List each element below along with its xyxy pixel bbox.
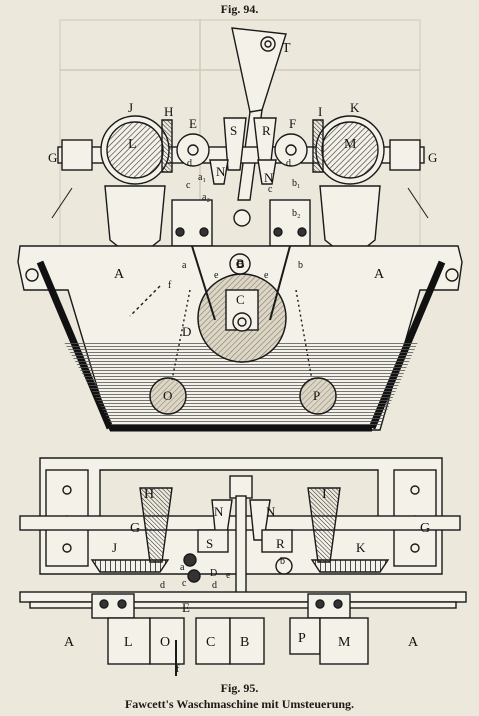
label95-f: f xyxy=(176,664,180,675)
label95-G-right: G xyxy=(420,521,430,536)
label-d-right: d xyxy=(286,158,291,169)
label95-A-left: A xyxy=(64,635,75,650)
label-f: f xyxy=(168,280,172,291)
label-d-left: d xyxy=(187,158,192,169)
label95-H: H xyxy=(144,487,154,502)
label-P: P xyxy=(313,388,320,403)
label-R: R xyxy=(262,123,271,138)
label-B: B xyxy=(236,256,245,271)
label-N-left: N xyxy=(216,164,226,179)
label-K: K xyxy=(350,100,360,115)
label-G-left: G xyxy=(48,150,57,165)
label-b1: b₁ xyxy=(292,178,301,189)
label-T: T xyxy=(282,41,291,56)
label95-S: S xyxy=(206,536,213,551)
label95-d-right: d xyxy=(212,580,217,591)
label-M: M xyxy=(344,137,357,152)
label95-O: O xyxy=(160,635,170,650)
figure-94-labels: T J H E S R F I K G G L M N N d d c c a₂… xyxy=(48,41,437,403)
label-O: O xyxy=(163,388,172,403)
label95-R: R xyxy=(276,536,285,551)
figure-94-title: Fig. 94. xyxy=(220,2,259,16)
label-J: J xyxy=(128,100,133,115)
label95-L: L xyxy=(124,635,133,650)
label95-M: M xyxy=(338,635,351,650)
label-S: S xyxy=(230,123,237,138)
label-G-right: G xyxy=(428,150,437,165)
label-L: L xyxy=(128,137,137,152)
figure-95-labels: H I G G J K N N S R a b c D d d e E f A … xyxy=(64,487,430,675)
label-A-right: A xyxy=(374,267,385,282)
label95-b: b xyxy=(280,556,285,567)
label95-C: C xyxy=(206,635,215,650)
label-C: C xyxy=(236,292,245,307)
label-A-left: A xyxy=(114,267,125,282)
label-E: E xyxy=(189,116,197,131)
label-a2: a₂ xyxy=(202,192,210,203)
label-c-left: c xyxy=(186,180,191,191)
figure-caption: Fawcett's Waschmaschine mit Umsteuerung. xyxy=(124,697,355,711)
label-N-right: N xyxy=(264,170,274,185)
label95-N-right: N xyxy=(266,504,276,519)
label95-G-left: G xyxy=(130,521,140,536)
figure-95-title: Fig. 95. xyxy=(220,681,259,695)
label-b2: b₂ xyxy=(292,208,301,219)
label-a: a xyxy=(182,260,187,271)
figure-95-drawing xyxy=(19,457,467,676)
label-F: F xyxy=(289,116,296,131)
label-e-right: e xyxy=(264,270,269,281)
label-D: D xyxy=(182,324,191,339)
label-e-left: e xyxy=(214,270,219,281)
label95-J: J xyxy=(112,540,117,555)
label95-d-left: d xyxy=(160,580,165,591)
label-b: b xyxy=(298,260,303,271)
label95-e: e xyxy=(226,570,231,581)
label95-A-right: A xyxy=(408,635,419,650)
label-H: H xyxy=(164,104,173,119)
label95-a: a xyxy=(180,562,185,573)
label95-E: E xyxy=(182,600,190,615)
label95-c: c xyxy=(182,578,187,589)
label95-P: P xyxy=(298,631,306,646)
label-a1: a₁ xyxy=(198,172,206,183)
label95-K: K xyxy=(356,540,366,555)
label95-B: B xyxy=(240,635,249,650)
label95-N-left: N xyxy=(214,504,224,519)
label95-D: D xyxy=(210,568,217,579)
label95-I: I xyxy=(322,487,327,502)
label-c-right: c xyxy=(268,184,273,195)
label-I: I xyxy=(318,104,322,119)
figure-94-drawing xyxy=(17,19,463,432)
